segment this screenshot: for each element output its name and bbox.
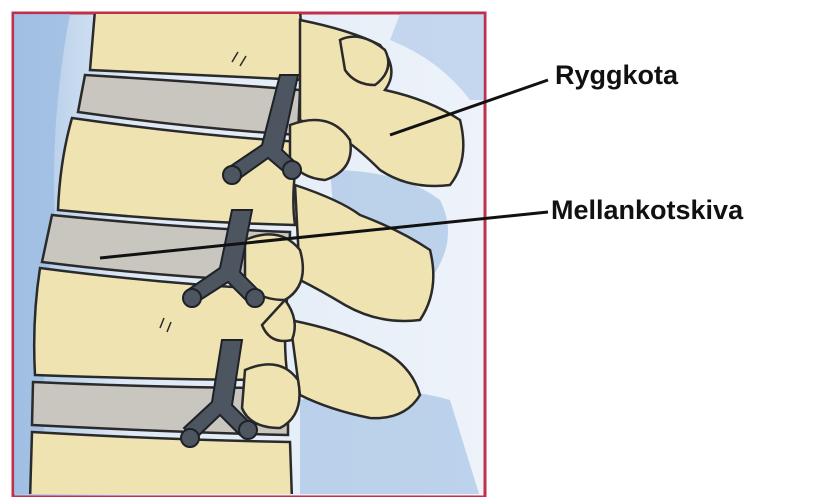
vertebral-body-bottom [30,432,292,497]
vertebral-body-top [90,5,305,80]
facet-lower [242,364,300,428]
label-intervertebral-disc: Mellankotskiva [551,195,743,226]
label-vertebra: Ryggkota [555,60,678,91]
